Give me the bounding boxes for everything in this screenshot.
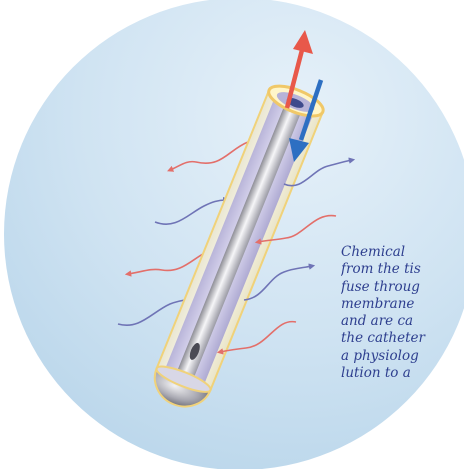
caption-line: and are ca: [341, 313, 464, 330]
caption-text: Chemical from the tis fuse throug membra…: [341, 244, 464, 382]
caption-line: lution to a: [341, 365, 464, 382]
caption-line: fuse throug: [341, 279, 464, 296]
caption-line: a physiolog: [341, 348, 464, 365]
caption-line: from the tis: [341, 261, 464, 278]
caption-line: the catheter: [341, 330, 464, 347]
caption-line: membrane: [341, 296, 464, 313]
caption-line: Chemical: [341, 244, 464, 261]
